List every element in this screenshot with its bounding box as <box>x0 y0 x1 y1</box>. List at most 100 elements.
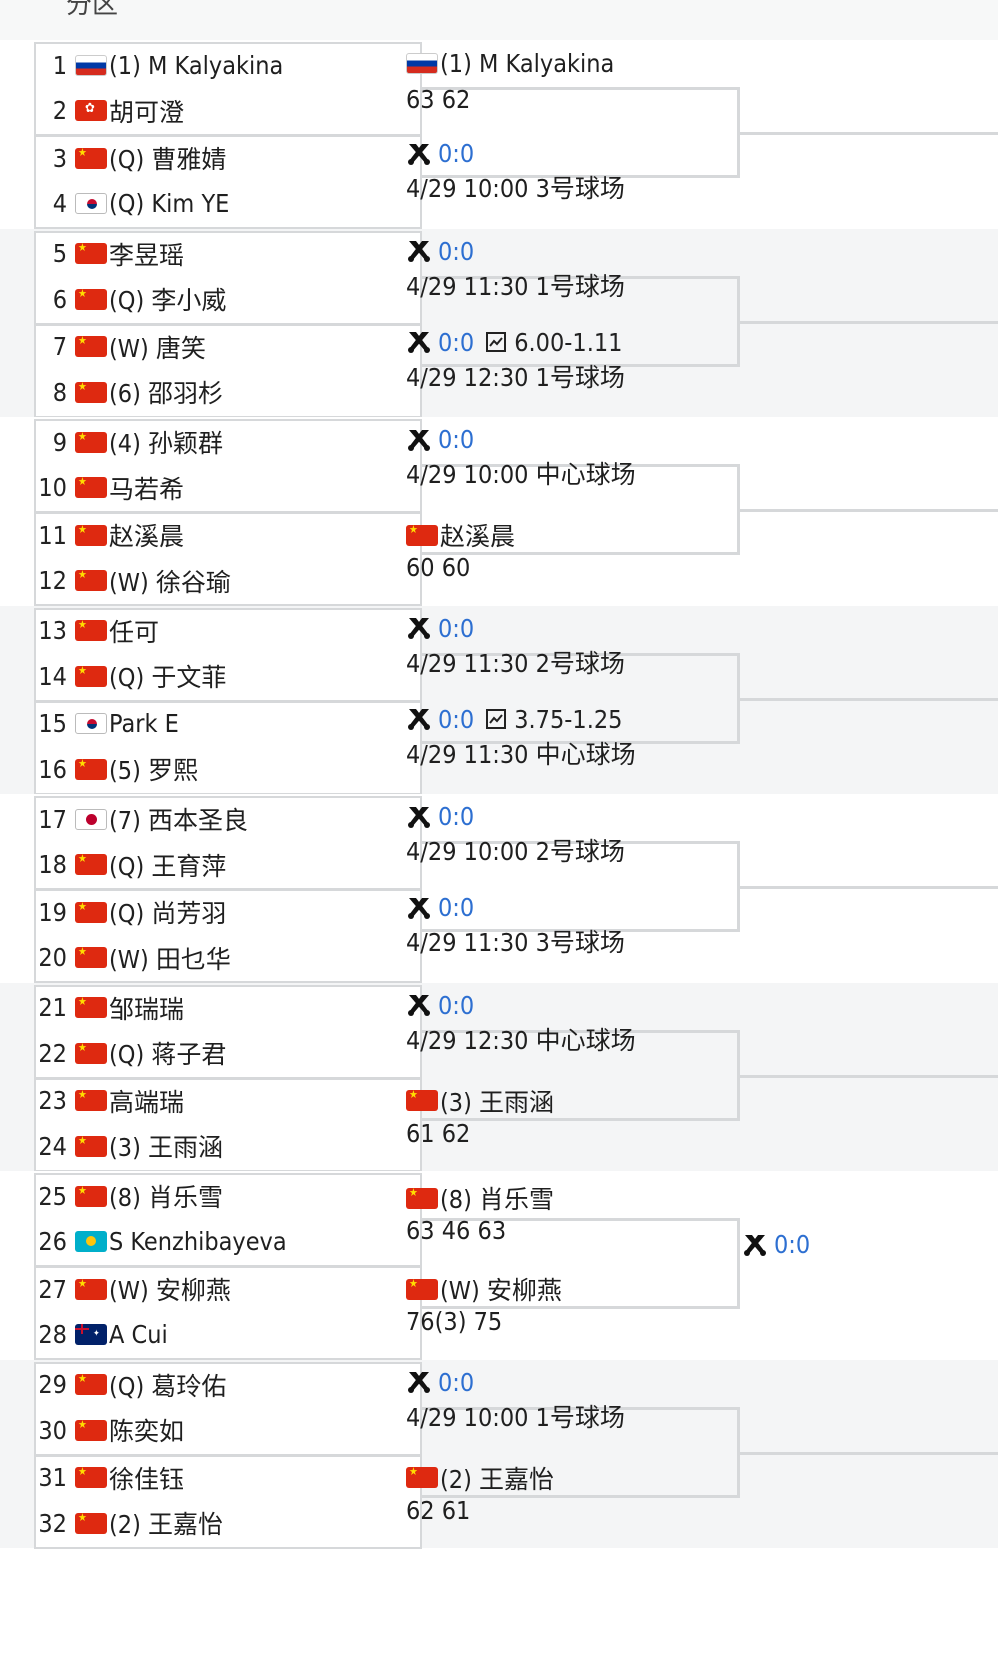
player-row[interactable]: 32(2) 王嘉怡 <box>34 1500 422 1546</box>
player-row[interactable]: 13任可 <box>34 608 422 654</box>
player-row[interactable]: 22(Q) 蒋子君 <box>34 1030 422 1076</box>
player-name[interactable]: 邹瑞瑞 <box>109 994 185 1024</box>
player-row[interactable]: 28A Cui <box>34 1312 422 1358</box>
player-name[interactable]: (6) 邵羽杉 <box>109 379 224 408</box>
winner-name[interactable]: (2) 王嘉怡 <box>440 1464 555 1494</box>
player-row[interactable]: 17(7) 西本圣良 <box>34 796 422 842</box>
player-name[interactable]: (Q) 蒋子君 <box>109 1040 227 1069</box>
player-name[interactable]: 李昱瑶 <box>109 240 185 270</box>
player-name[interactable]: 任可 <box>109 617 160 647</box>
live-score[interactable]: 0:0 <box>438 802 475 831</box>
live-score[interactable]: 0:0 <box>438 425 475 454</box>
player-name[interactable]: (W) 安柳燕 <box>109 1276 231 1305</box>
player-row[interactable]: 3(Q) 曹雅婧 <box>34 135 422 181</box>
winner-name[interactable]: (1) M Kalyakina <box>440 49 615 78</box>
player-name[interactable]: 高端瑞 <box>109 1087 185 1117</box>
player-row[interactable]: 20(W) 田乜华 <box>34 935 422 981</box>
match-status[interactable]: 0:0 <box>406 991 474 1020</box>
player-name[interactable]: (4) 孙颖群 <box>109 429 224 458</box>
player-row[interactable]: 27(W) 安柳燕 <box>34 1266 422 1312</box>
player-row[interactable]: 8(6) 邵羽杉 <box>34 369 422 415</box>
player-row[interactable]: 18(Q) 王育萍 <box>34 842 422 888</box>
player-row[interactable]: 23高端瑞 <box>34 1078 422 1124</box>
player-row[interactable]: 10马若希 <box>34 465 422 511</box>
match-status[interactable]: 0:0 <box>406 1368 474 1397</box>
match-winner[interactable]: (W) 安柳燕 <box>406 1271 562 1307</box>
match-status[interactable]: 0:0 <box>406 802 474 831</box>
match-winner[interactable]: 赵溪晨 <box>406 517 515 553</box>
player-name[interactable]: (8) 肖乐雪 <box>109 1183 224 1212</box>
player-row[interactable]: 2胡可澄 <box>34 88 422 134</box>
player-name[interactable]: (5) 罗熙 <box>109 756 199 785</box>
player-row[interactable]: 5李昱瑶 <box>34 231 422 277</box>
live-score[interactable]: 0:0 <box>438 893 475 922</box>
match-winner[interactable]: (2) 王嘉怡 <box>406 1460 554 1496</box>
player-row[interactable]: 9(4) 孙颖群 <box>34 419 422 465</box>
player-row[interactable]: 24(3) 王雨涵 <box>34 1123 422 1169</box>
player-name[interactable]: (W) 田乜华 <box>109 944 231 974</box>
player-row[interactable]: 6(Q) 李小威 <box>34 276 422 322</box>
player-row[interactable]: 30陈奕如 <box>34 1407 422 1453</box>
player-name[interactable]: (Q) 尚芳羽 <box>109 899 227 928</box>
player-name[interactable]: (7) 西本圣良 <box>109 806 249 835</box>
match-winner[interactable]: (1) M Kalyakina <box>406 49 614 78</box>
player-name[interactable]: (Q) 曹雅婧 <box>109 145 227 174</box>
player-name[interactable]: 胡可澄 <box>109 97 185 127</box>
chart-icon[interactable] <box>486 332 507 352</box>
live-score[interactable]: 0:0 <box>774 1230 811 1259</box>
player-row[interactable]: 21邹瑞瑞 <box>34 985 422 1031</box>
match-status[interactable]: 0:0 <box>406 425 474 454</box>
player-row[interactable]: 16(5) 罗熙 <box>34 746 422 792</box>
winner-name[interactable]: (8) 肖乐雪 <box>440 1185 555 1214</box>
player-name[interactable]: (3) 王雨涵 <box>109 1133 224 1162</box>
player-name[interactable]: (Q) Kim YE <box>109 189 230 218</box>
live-score[interactable]: 0:0 <box>438 613 475 643</box>
winner-name[interactable]: (3) 王雨涵 <box>440 1087 555 1117</box>
player-row[interactable]: 11赵溪晨 <box>34 512 422 558</box>
player-row[interactable]: 14(Q) 于文菲 <box>34 653 422 699</box>
player-row[interactable]: 4(Q) Kim YE <box>34 181 422 227</box>
player-name[interactable]: Park E <box>109 709 179 738</box>
player-name[interactable]: (W) 徐谷瑜 <box>109 567 231 597</box>
player-name[interactable]: (W) 唐笑 <box>109 333 206 363</box>
player-row[interactable]: 7(W) 唐笑 <box>34 324 422 370</box>
live-score[interactable]: 0:0 <box>438 236 475 266</box>
live-score[interactable]: 0:0 <box>438 327 475 357</box>
winner-name[interactable]: 赵溪晨 <box>440 522 516 551</box>
player-name[interactable]: A Cui <box>109 1320 168 1349</box>
live-score[interactable]: 0:0 <box>438 1367 475 1397</box>
live-score[interactable]: 0:0 <box>438 990 475 1020</box>
player-row[interactable]: 19(Q) 尚芳羽 <box>34 889 422 935</box>
player-name[interactable]: (Q) 葛玲佑 <box>109 1371 227 1401</box>
live-score[interactable]: 0:0 <box>438 704 475 734</box>
player-name[interactable]: (2) 王嘉怡 <box>109 1510 224 1539</box>
player-row[interactable]: 1(1) M Kalyakina <box>34 42 422 88</box>
chart-icon[interactable] <box>486 709 507 729</box>
player-name[interactable]: 陈奕如 <box>109 1417 185 1446</box>
match-winner[interactable]: (3) 王雨涵 <box>406 1083 554 1119</box>
player-name[interactable]: (Q) 王育萍 <box>109 851 227 881</box>
next-round-status[interactable]: 0:0 <box>742 1230 810 1259</box>
player-name[interactable]: 马若希 <box>109 474 185 504</box>
match-status[interactable]: 0:0 <box>406 139 474 168</box>
winner-name[interactable]: (W) 安柳燕 <box>440 1276 562 1305</box>
match-winner[interactable]: (8) 肖乐雪 <box>406 1180 554 1216</box>
player-name[interactable]: 赵溪晨 <box>109 522 185 551</box>
player-row[interactable]: 31徐佳钰 <box>34 1455 422 1501</box>
player-name[interactable]: (Q) 李小威 <box>109 286 227 315</box>
match-status[interactable]: 0:0 <box>406 614 474 643</box>
player-row[interactable]: 12(W) 徐谷瑜 <box>34 558 422 604</box>
player-name[interactable]: S Kenzhibayeva <box>109 1227 287 1256</box>
match-status[interactable]: 0:0 <box>406 893 474 922</box>
player-name[interactable]: (Q) 于文菲 <box>109 663 227 692</box>
player-row[interactable]: 29(Q) 葛玲佑 <box>34 1362 422 1408</box>
player-row[interactable]: 25(8) 肖乐雪 <box>34 1173 422 1219</box>
live-score[interactable]: 0:0 <box>438 139 475 168</box>
match-status[interactable]: 0:0 <box>406 237 474 266</box>
player-name[interactable]: (1) M Kalyakina <box>109 50 284 80</box>
player-name[interactable]: 徐佳钰 <box>109 1464 185 1494</box>
